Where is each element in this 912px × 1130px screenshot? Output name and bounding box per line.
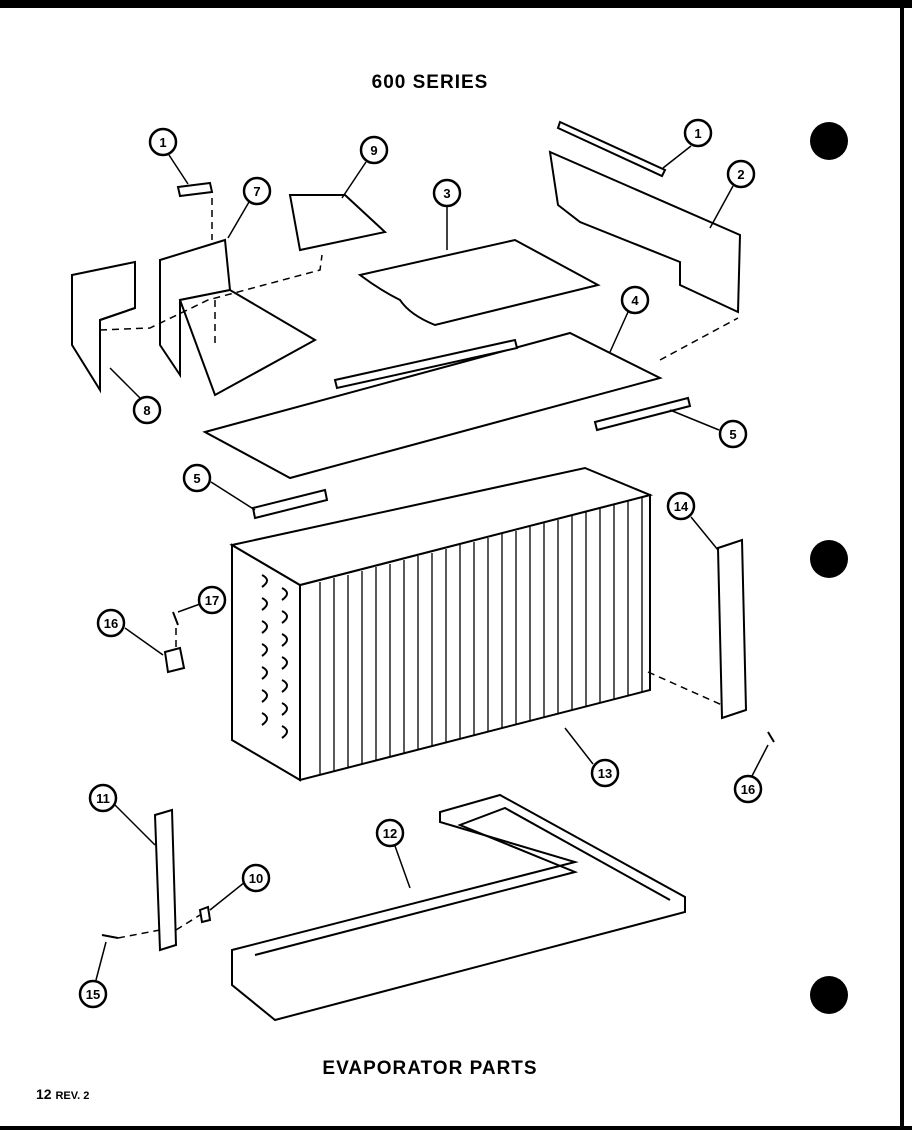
callout-label: 15 [86, 987, 100, 1002]
callout-label: 14 [674, 499, 689, 514]
callout-c17: 17 [197, 585, 227, 615]
part-2-panel [548, 150, 742, 314]
part-11-post [153, 808, 178, 952]
coil-return-bends [261, 574, 288, 739]
callout-c11: 11 [88, 783, 118, 813]
callout-label: 3 [443, 186, 450, 201]
binder-hole-top [810, 122, 848, 160]
callout-c16b: 16 [733, 774, 763, 804]
leader-lines [95, 145, 769, 981]
callout-label: 16 [741, 782, 755, 797]
top-border [0, 0, 912, 8]
callout-circle [666, 491, 696, 521]
coil-fins [319, 498, 643, 774]
callout-c1a: 1 [148, 127, 178, 157]
callout-label: 16 [104, 616, 118, 631]
callout-c7: 7 [242, 176, 272, 206]
part-12-base-frame [231, 793, 686, 1022]
callout-circle [359, 135, 389, 165]
binder-hole-bottom [810, 976, 848, 1014]
callout-label: 1 [694, 126, 701, 141]
callout-c5a: 5 [182, 463, 212, 493]
callout-c9: 9 [359, 135, 389, 165]
assembly-lines [99, 198, 739, 939]
callout-c14: 14 [666, 491, 696, 521]
callout-c2: 2 [726, 159, 756, 189]
page-number-value: 12 [36, 1086, 52, 1102]
callout-circle [182, 463, 212, 493]
callout-label: 5 [729, 427, 736, 442]
part-3-filter [357, 238, 601, 327]
callout-circle [96, 608, 126, 638]
callout-circle [197, 585, 227, 615]
callout-label: 4 [631, 293, 639, 308]
callout-circle [590, 758, 620, 788]
callout-c1b: 1 [683, 118, 713, 148]
bottom-border [0, 1126, 912, 1130]
section-title: EVAPORATOR PARTS [322, 1058, 538, 1079]
callout-circle [148, 127, 178, 157]
part-15-screw [101, 934, 119, 939]
callout-label: 8 [143, 403, 150, 418]
callout-c8: 8 [132, 395, 162, 425]
part-17-screw [172, 611, 179, 626]
callout-circle [432, 178, 462, 208]
part-14-post [716, 538, 748, 720]
callout-circle [733, 774, 763, 804]
callout-label: 9 [370, 143, 377, 158]
callout-label: 10 [249, 871, 263, 886]
binder-hole-middle [810, 540, 848, 578]
callout-c12: 12 [375, 818, 405, 848]
revision-label: REV. 2 [55, 1090, 90, 1102]
callout-circle [726, 159, 756, 189]
callout-label: 17 [205, 593, 219, 608]
part-16-clip [163, 646, 186, 674]
callout-circle [718, 419, 748, 449]
callout-circle [132, 395, 162, 425]
callout-label: 1 [159, 135, 166, 150]
callout-circle [620, 285, 650, 315]
callout-circle [78, 979, 108, 1009]
callout-label: 2 [737, 167, 744, 182]
callout-c16a: 16 [96, 608, 126, 638]
callout-c15: 15 [78, 979, 108, 1009]
part-1-right-strip [556, 120, 667, 178]
callout-circle [375, 818, 405, 848]
part-8-side-panel [71, 260, 136, 394]
series-title: 600 SERIES [371, 72, 489, 93]
callout-label: 12 [383, 826, 397, 841]
callout-circle [88, 783, 118, 813]
callout-label: 11 [96, 791, 110, 806]
part-4-top-panel [202, 331, 663, 480]
callout-circle [242, 176, 272, 206]
part-5-left-strip [251, 488, 329, 520]
callout-label: 5 [193, 471, 200, 486]
callout-c3: 3 [432, 178, 462, 208]
callout-label: 7 [253, 184, 260, 199]
callout-c10: 10 [241, 863, 271, 893]
right-border [900, 0, 904, 1130]
page-number: 12 REV. 2 [36, 1086, 89, 1102]
part-10-clip [198, 905, 212, 924]
callout-c5b: 5 [718, 419, 748, 449]
part-5-right-strip [593, 396, 692, 432]
callout-circle [683, 118, 713, 148]
part-16-screw [767, 731, 775, 743]
callout-c4: 4 [620, 285, 650, 315]
callout-c13: 13 [590, 758, 620, 788]
part-9-plate [288, 194, 388, 252]
callout-label: 13 [598, 766, 612, 781]
callout-circle [241, 863, 271, 893]
part-1-left-strip [176, 181, 214, 198]
